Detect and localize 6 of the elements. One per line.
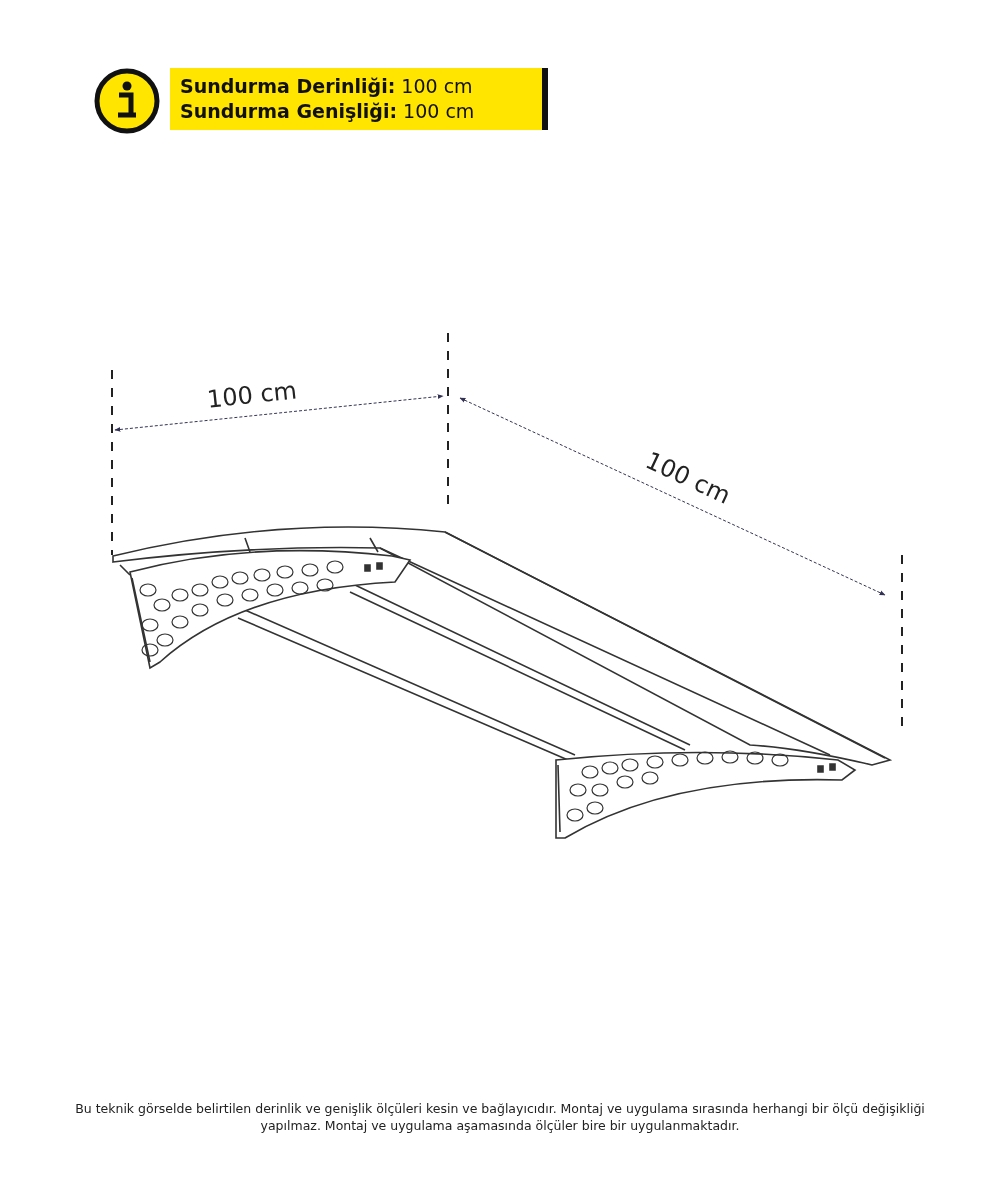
dimension-label: 100 cm [641,446,735,510]
caption: Bu teknik görselde belirtilen derinlik ve genişlik ölçüleri kesin ve bağlayıcıdır. Montaj ve uygulama sırasında herhangi bir ölçü değişikliği yapılmaz. Montaj ve uygulama aşamasında ölçüler bire bir uygulanmaktadır. [74,1100,926,1134]
info-banner [170,68,548,130]
dimension-text: Sundurma Derinliği: 100 cm [180,74,474,99]
dimension-text: Sundurma Genişliği: 100 cm [180,99,476,124]
dimension-label: 100 cm [205,376,299,414]
